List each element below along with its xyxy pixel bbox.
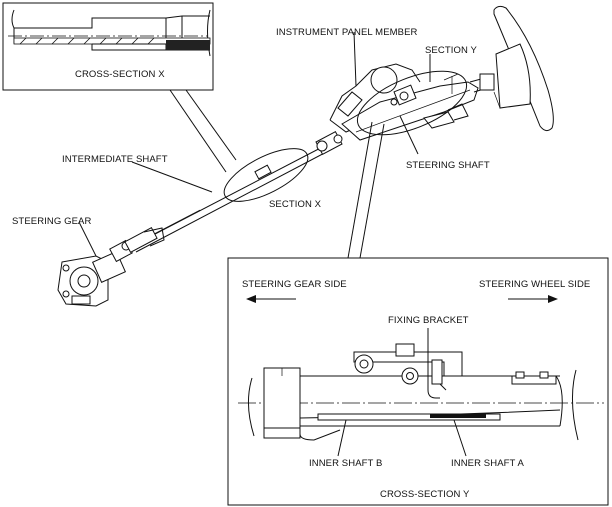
cross-section-x-label: CROSS-SECTION X xyxy=(75,69,165,80)
inset-x-leader-left xyxy=(169,89,227,173)
steering-shaft-leader xyxy=(399,115,419,155)
section-x-label: SECTION X xyxy=(269,199,322,210)
fixing-bracket-label: FIXING BRACKET xyxy=(388,315,469,326)
inset-y-leader-right xyxy=(359,123,385,259)
inner-shaft-a-leader xyxy=(453,419,467,457)
steering-column-body xyxy=(329,63,479,141)
steering-wheel xyxy=(493,5,554,132)
cross-section-y-column-drawing xyxy=(238,343,604,441)
intermediate-shaft-leader xyxy=(131,161,213,193)
intermediate-shaft-label: INTERMEDIATE SHAFT xyxy=(62,154,168,165)
cross-section-y-frame xyxy=(227,257,609,506)
steering-gear-side-label: STEERING GEAR SIDE xyxy=(242,279,347,290)
steering-assembly xyxy=(57,5,554,307)
steering-gear-drawing xyxy=(57,226,165,307)
left-arrow xyxy=(246,295,296,303)
cross-section-x-inset: CROSS-SECTION X xyxy=(2,2,214,91)
inner-shaft-b-leader xyxy=(337,419,347,457)
steering-wheel-side-label: STEERING WHEEL SIDE xyxy=(479,279,590,290)
instrument-panel-member-label: INSTRUMENT PANEL MEMBER xyxy=(276,27,418,38)
intermediate-shaft-drawing xyxy=(131,141,335,253)
section-y-ellipse xyxy=(356,70,468,136)
inner-shaft-a-label: INNER SHAFT A xyxy=(451,458,524,469)
inset-y-leader-left xyxy=(347,121,373,259)
steering-shaft-label: STEERING SHAFT xyxy=(406,160,490,171)
upper-steering-shaft xyxy=(469,73,495,93)
instrument-panel-leader xyxy=(353,31,357,87)
section-x-ellipse xyxy=(223,148,309,202)
upper-universal-joint xyxy=(315,130,343,156)
inner-shaft-b-label: INNER SHAFT B xyxy=(309,458,382,469)
steering-gear-leader xyxy=(78,221,97,257)
cross-section-x-shaft-drawing xyxy=(8,9,211,57)
cross-section-y-inset: STEERING GEAR SIDE STEERING WHEEL SIDE F… xyxy=(227,257,609,506)
right-arrow xyxy=(508,295,558,303)
section-y-label: SECTION Y xyxy=(425,45,477,56)
cross-section-y-label: CROSS-SECTION Y xyxy=(380,489,470,500)
steering-gear-label: STEERING GEAR xyxy=(12,216,91,227)
inset-x-leader-right xyxy=(185,89,237,161)
cross-section-x-frame xyxy=(2,2,214,91)
